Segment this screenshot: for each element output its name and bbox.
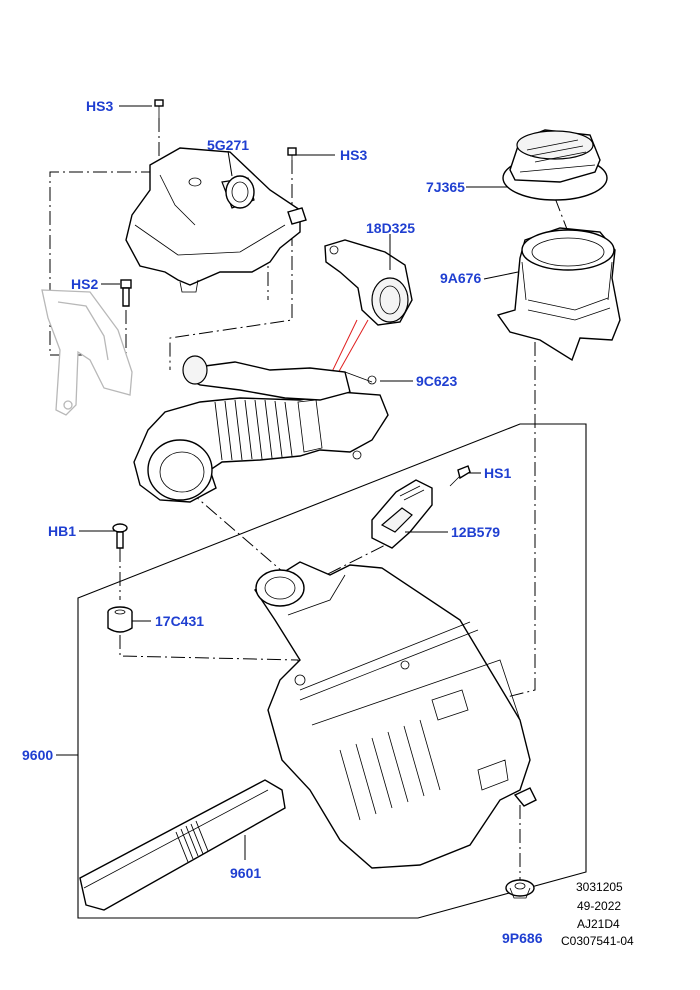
- callout-18d325[interactable]: 18D325: [366, 220, 415, 236]
- bracket-18d325: [324, 239, 413, 326]
- resonator-5g271: [125, 147, 307, 293]
- sensor-12b579: [371, 479, 433, 549]
- assembly-frame: [77, 423, 587, 919]
- callout-9601[interactable]: 9601: [230, 865, 261, 881]
- air-filter-9601: [79, 779, 286, 911]
- air-cleaner-housing-9600: [254, 561, 537, 869]
- callout-9p686[interactable]: 9P686: [502, 930, 543, 946]
- callout-hs3-mid[interactable]: HS3: [340, 147, 367, 163]
- alignment-lines: [49, 118, 576, 880]
- leader-lines: [56, 105, 519, 860]
- callout-hs1[interactable]: HS1: [484, 465, 511, 481]
- callout-9600[interactable]: 9600: [22, 747, 53, 763]
- reference-block: 3031205 49-2022 AJ21D4 C0307541-04: [561, 880, 634, 948]
- reference-line-3: AJ21D4: [577, 917, 620, 931]
- callout-12b579[interactable]: 12B579: [451, 524, 500, 540]
- callout-7j365[interactable]: 7J365: [426, 179, 465, 195]
- fasteners: [107, 99, 535, 899]
- callout-labels: HS3 5G271 HS3 7J365 18D325 9A676 HS2 9C6…: [22, 98, 543, 946]
- callout-hs2[interactable]: HS2: [71, 276, 98, 292]
- reference-line-2: 49-2022: [577, 899, 621, 913]
- callout-9c623[interactable]: 9C623: [416, 373, 457, 389]
- callout-17c431[interactable]: 17C431: [155, 613, 204, 629]
- hose-9c623: [133, 355, 389, 503]
- intake-9a676: [496, 227, 621, 362]
- callout-hb1[interactable]: HB1: [48, 523, 76, 539]
- reference-line-4: C0307541-04: [561, 934, 634, 948]
- mounting-bracket-ghost: [41, 289, 133, 416]
- callout-5g271[interactable]: 5G271: [207, 137, 249, 153]
- callout-9a676[interactable]: 9A676: [440, 270, 481, 286]
- callout-hs3-top[interactable]: HS3: [86, 98, 113, 114]
- cap-7j365: [502, 129, 608, 201]
- reference-line-1: 3031205: [576, 880, 623, 894]
